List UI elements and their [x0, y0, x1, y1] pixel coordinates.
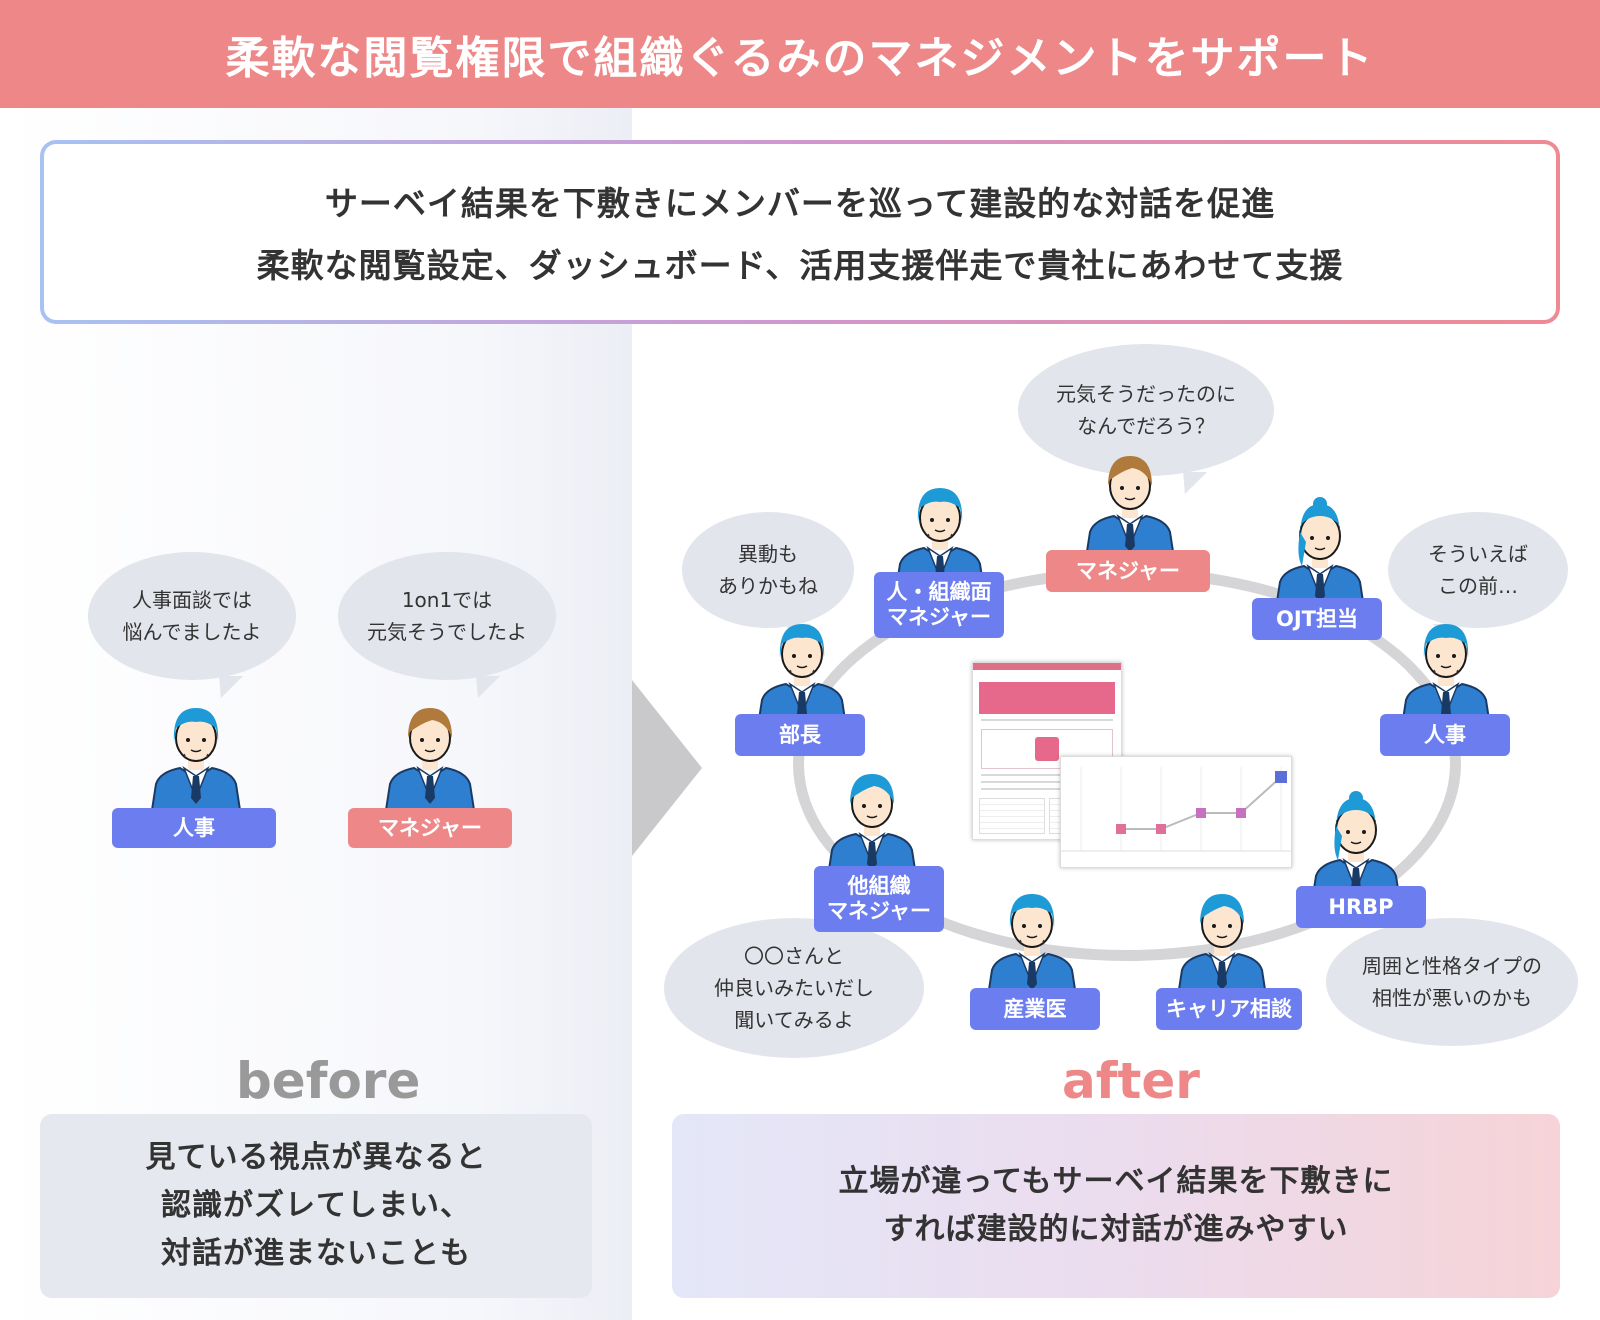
- person-icon: [1270, 496, 1370, 609]
- person-icon: [752, 614, 852, 727]
- speech-bubble-bucho: 異動も ありかもね: [682, 512, 854, 628]
- intro-line-1: サーベイ結果を下敷きにメンバーを巡って建設的な対話を促進: [324, 184, 1276, 223]
- before-summary: 見ている視点が異なると 認識がズレてしまい、 対話が進まないことも: [40, 1114, 592, 1298]
- role-label-manager: マネジャー: [348, 808, 512, 848]
- role-label-ojt: OJT担当: [1252, 598, 1382, 640]
- speech-bubble-other-manager: 〇〇さんと 仲良いみたいだし 聞いてみるよ: [664, 918, 924, 1058]
- person-icon: [982, 884, 1082, 997]
- speech-bubble-hr: そういえば この前…: [1388, 512, 1568, 628]
- person-icon: [1396, 614, 1496, 727]
- speech-bubble-hr: 人事面談では 悩んでましたよ: [88, 552, 296, 680]
- role-label-hr: 人事: [112, 808, 276, 848]
- before-caption: before: [236, 1052, 421, 1110]
- person-icon: [1172, 884, 1272, 997]
- speech-bubble-manager: 1on1では 元気そうでしたよ: [338, 552, 556, 680]
- role-label-other-manager: 他組織 マネジャー: [814, 866, 944, 932]
- role-label-career: キャリア相談: [1156, 988, 1302, 1030]
- trend-chart-thumbnail: [1060, 756, 1293, 868]
- role-label-doctor: 産業医: [970, 988, 1100, 1030]
- role-label-manager: マネジャー: [1046, 550, 1210, 592]
- person-icon: [822, 764, 922, 877]
- arrow-right-icon: [632, 680, 702, 856]
- person-icon: [146, 698, 246, 811]
- role-label-org-manager: 人・組織面 マネジャー: [874, 572, 1004, 638]
- title-banner: 柔軟な閲覧権限で組織ぐるみのマネジメントをサポート: [0, 0, 1600, 108]
- person-icon: [1080, 446, 1180, 559]
- speech-bubble-hrbp: 周囲と性格タイプの 相性が悪いのかも: [1326, 918, 1578, 1046]
- speech-bubble-manager: 元気そうだったのに なんでだろう？: [1018, 344, 1274, 476]
- page-title: 柔軟な閲覧権限で組織ぐるみのマネジメントをサポート: [225, 33, 1375, 84]
- role-label-bucho: 部長: [735, 714, 865, 756]
- after-summary: 立場が違ってもサーベイ結果を下敷きに すれば建設的に対話が進みやすい: [672, 1114, 1560, 1298]
- person-icon: [380, 698, 480, 811]
- intro-box: サーベイ結果を下敷きにメンバーを巡って建設的な対話を促進 柔軟な閲覧設定、ダッシ…: [40, 140, 1560, 324]
- after-caption: after: [1062, 1052, 1200, 1110]
- intro-line-2: 柔軟な閲覧設定、ダッシュボード、活用支援伴走で貴社にあわせて支援: [256, 246, 1344, 285]
- role-label-hr: 人事: [1380, 714, 1510, 756]
- role-label-hrbp: HRBP: [1296, 886, 1426, 928]
